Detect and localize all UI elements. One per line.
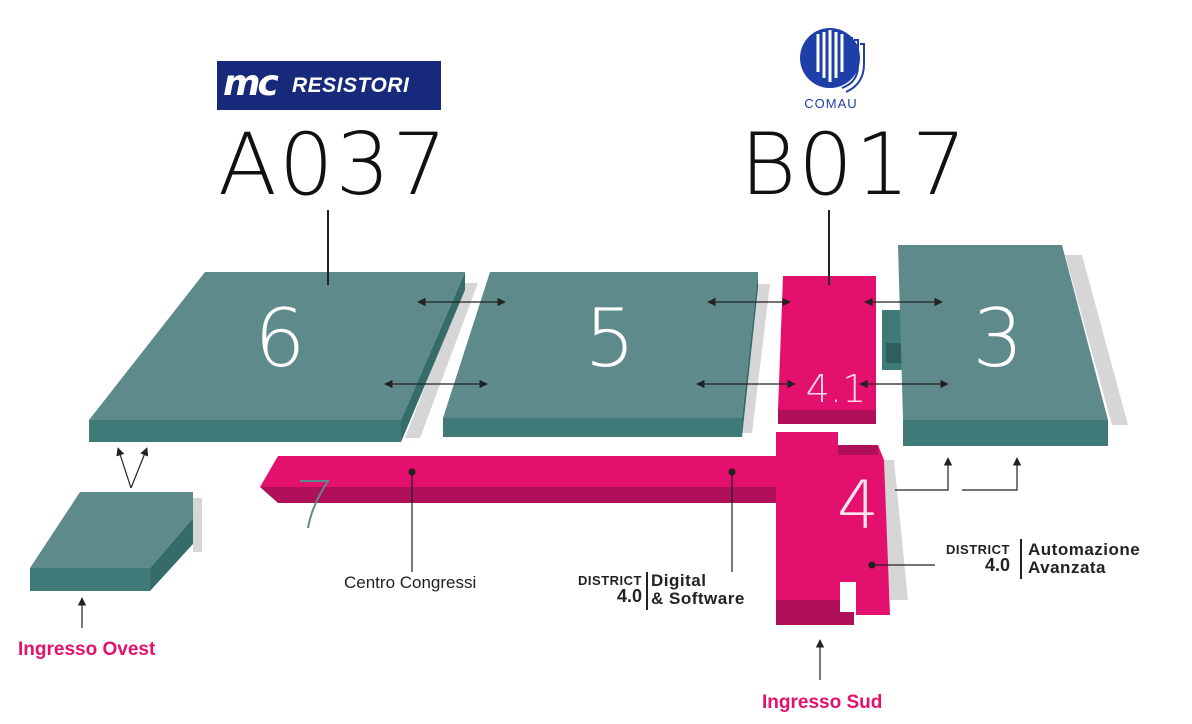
- mc-logo-text: RESISTORI: [292, 74, 410, 97]
- west-entrance-building: [30, 492, 193, 591]
- ingresso-sud-label: Ingresso Sud: [762, 692, 883, 713]
- centro-congressi-label: Centro Congressi: [344, 573, 477, 592]
- district-version: 4.0: [984, 555, 1010, 575]
- hall-3-number: 3: [973, 292, 1024, 385]
- district-title-line1: Automazione: [1028, 540, 1141, 559]
- hall-4-1[interactable]: 4.1: [778, 276, 876, 424]
- hall-6-number: 6: [255, 292, 306, 385]
- district-version: 4.0: [616, 586, 642, 606]
- comau-logo: COMAU: [792, 20, 870, 114]
- hall-5[interactable]: 5: [443, 272, 758, 437]
- district-title: Automazione Avanzata: [1028, 541, 1140, 577]
- hall-4[interactable]: 4: [776, 432, 890, 625]
- mc-logo-mark: mc: [223, 63, 279, 104]
- district-word: DISTRICT: [578, 573, 642, 588]
- district-word: DISTRICT: [946, 542, 1010, 557]
- hall-connectors: [77, 297, 1022, 680]
- hall-7[interactable]: 7: [260, 456, 778, 529]
- district-title: Digital & Software: [651, 572, 745, 608]
- hall-3[interactable]: 3: [882, 245, 1108, 446]
- district-divider: [646, 572, 648, 610]
- hall-4-number: 4: [837, 467, 879, 544]
- hall-6[interactable]: 6: [89, 272, 465, 442]
- booth-b017: B017: [740, 115, 969, 215]
- district-divider: [1020, 539, 1022, 579]
- district-tag: DISTRICT 4.0: [934, 543, 1010, 574]
- comau-logo-text: COMAU: [804, 96, 858, 111]
- district-automazione-avanzata: DISTRICT 4.0 Automazione Avanzata: [934, 539, 1159, 584]
- district-digital-software: DISTRICT 4.0 Digital & Software: [560, 570, 760, 615]
- hall-4-1-number: 4.1: [806, 367, 866, 411]
- booth-a037: A037: [218, 115, 449, 215]
- hall-5-number: 5: [585, 292, 636, 385]
- label-leaders: [408, 468, 935, 572]
- comau-logo-icon: [800, 28, 865, 93]
- mc-resistori-logo: mc RESISTORI: [217, 61, 441, 110]
- ingresso-ovest-label: Ingresso Ovest: [18, 639, 156, 660]
- district-title-line2: Avanzata: [1028, 558, 1107, 577]
- booth-pointers: [327, 210, 830, 285]
- district-title-line2: & Software: [651, 589, 745, 608]
- district-title-line1: Digital: [651, 571, 707, 590]
- hall-7-number: 7: [318, 474, 319, 476]
- district-tag: DISTRICT 4.0: [560, 574, 642, 605]
